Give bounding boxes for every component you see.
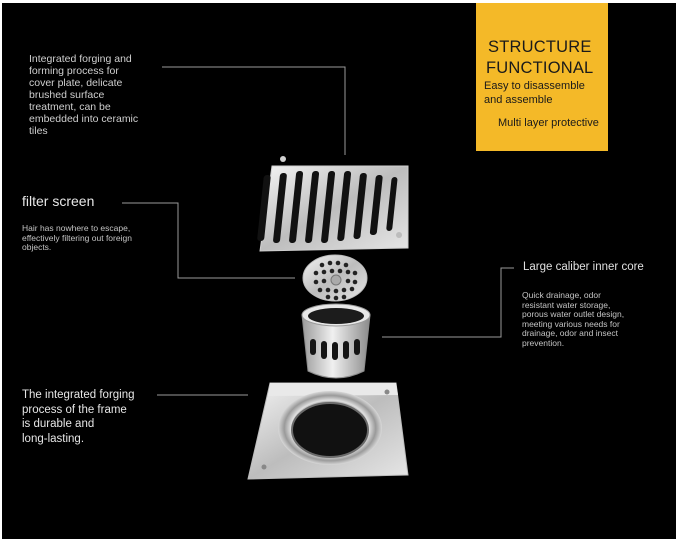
- inner-core-line: resistant water storage,: [522, 299, 611, 310]
- filter-screen-leader: [122, 202, 295, 279]
- feature-banner: STRUCTURE FUNCTIONAL Easy to disassemble…: [476, 3, 608, 151]
- filter-screen-line: Hair has nowhere to escape,: [22, 223, 131, 233]
- cover-plate-line: cover plate, delicate: [29, 77, 123, 89]
- banner-title: STRUCTURE FUNCTIONAL: [486, 37, 594, 79]
- cover-plate-line: Integrated forging and: [29, 53, 132, 65]
- filter-screen-line: objects.: [22, 242, 52, 252]
- inner-core-cup: [301, 303, 371, 379]
- frame-description: The integrated forging process of the fr…: [22, 388, 135, 446]
- frame-line: long-lasting.: [22, 432, 85, 445]
- cover-plate-leader: [162, 66, 346, 155]
- banner-line1: Easy to disassemble: [484, 80, 585, 92]
- filter-screen-line: effectively filtering out foreign: [22, 232, 132, 243]
- banner-line3: Multi layer protective: [498, 117, 599, 129]
- cover-plate-description: Integrated forging and forming process f…: [29, 53, 138, 137]
- cover-plate-line: forming process for: [29, 65, 119, 77]
- inner-core-description: Quick drainage, odor resistant water sto…: [522, 290, 625, 348]
- cover-plate: [257, 156, 409, 252]
- banner-line2: and assemble: [484, 94, 553, 106]
- inner-core-leader: [382, 267, 514, 338]
- cover-plate-line: brushed surface: [29, 89, 105, 101]
- filter-screen-description: Hair has nowhere to escape, effectively …: [22, 223, 132, 253]
- frame-line: is durable and: [22, 418, 95, 430]
- frame-line: The integrated forging: [22, 389, 135, 401]
- banner-title-line1: STRUCTURE: [488, 38, 592, 56]
- leader-lines: [122, 66, 514, 396]
- banner-title-line2: FUNCTIONAL: [486, 59, 594, 77]
- inner-core-line: Quick drainage, odor: [522, 290, 601, 300]
- cover-plate-line: tiles: [29, 125, 48, 137]
- inner-core-line: meeting various needs for: [522, 318, 620, 329]
- cover-plate-line: treatment, can be: [29, 101, 111, 113]
- floor-drain-exploded-view: [122, 66, 514, 480]
- cover-plate-line: embedded into ceramic: [29, 113, 139, 125]
- inner-core-line: drainage, odor and insect: [522, 328, 618, 338]
- filter-screen-heading: filter screen: [22, 193, 95, 209]
- product-infographic: STRUCTURE FUNCTIONAL Easy to disassemble…: [2, 3, 676, 539]
- filter-screen-disk: [302, 254, 368, 302]
- frame-line: process of the frame: [22, 403, 127, 416]
- inner-core-line: porous water outlet design,: [522, 309, 625, 319]
- drain-frame: [247, 382, 409, 480]
- inner-core-line: prevention.: [522, 337, 565, 348]
- inner-core-heading: Large caliber inner core: [523, 261, 644, 273]
